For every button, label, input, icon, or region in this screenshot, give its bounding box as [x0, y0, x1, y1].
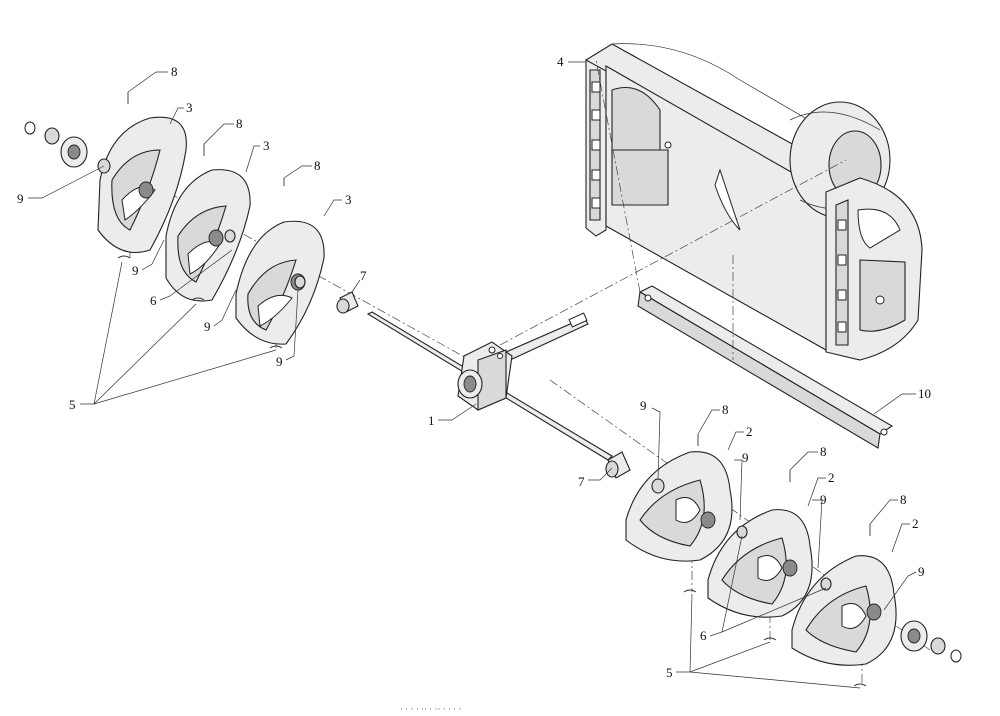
auger-housing: [584, 43, 923, 361]
callout-10: 10: [918, 386, 931, 401]
callout-9: 9: [918, 564, 925, 579]
callout-9: 9: [276, 354, 283, 369]
callout-labels: 8 3 8 3 8 3 9 9 6 9 9 5 7 1 4 10 7 9 8 2…: [17, 54, 931, 680]
bushing-right: [605, 451, 631, 479]
callout-3: 3: [345, 192, 352, 207]
callout-5: 5: [666, 665, 673, 680]
callout-4: 4: [557, 54, 564, 69]
callout-6: 6: [700, 628, 707, 643]
callout-8: 8: [722, 402, 729, 417]
callout-8: 8: [314, 158, 321, 173]
callout-2: 2: [746, 424, 753, 439]
scraper-bar: [637, 285, 894, 449]
auger-flights-left: [24, 92, 325, 349]
callout-8: 8: [900, 492, 907, 507]
callout-2: 2: [912, 516, 919, 531]
page-caption: · · · · ·· · ·· · · · ·: [400, 704, 461, 714]
callout-9: 9: [820, 492, 827, 507]
callout-5: 5: [69, 397, 76, 412]
leader-lines: [28, 61, 917, 689]
callout-3: 3: [186, 100, 193, 115]
auger-flights-right: [625, 434, 962, 687]
callout-8: 8: [236, 116, 243, 131]
callout-9: 9: [132, 263, 139, 278]
gearbox: [457, 341, 513, 411]
callout-9: 9: [204, 319, 211, 334]
callout-8: 8: [171, 64, 178, 79]
callout-8: 8: [820, 444, 827, 459]
callout-2: 2: [828, 470, 835, 485]
bushing-left: [336, 291, 359, 314]
callout-7: 7: [360, 268, 367, 283]
callout-9: 9: [640, 398, 647, 413]
callout-1: 1: [428, 413, 435, 428]
callout-3: 3: [263, 138, 270, 153]
callout-6: 6: [150, 293, 157, 308]
callout-9: 9: [742, 450, 749, 465]
callout-9: 9: [17, 191, 24, 206]
callout-7: 7: [578, 474, 585, 489]
